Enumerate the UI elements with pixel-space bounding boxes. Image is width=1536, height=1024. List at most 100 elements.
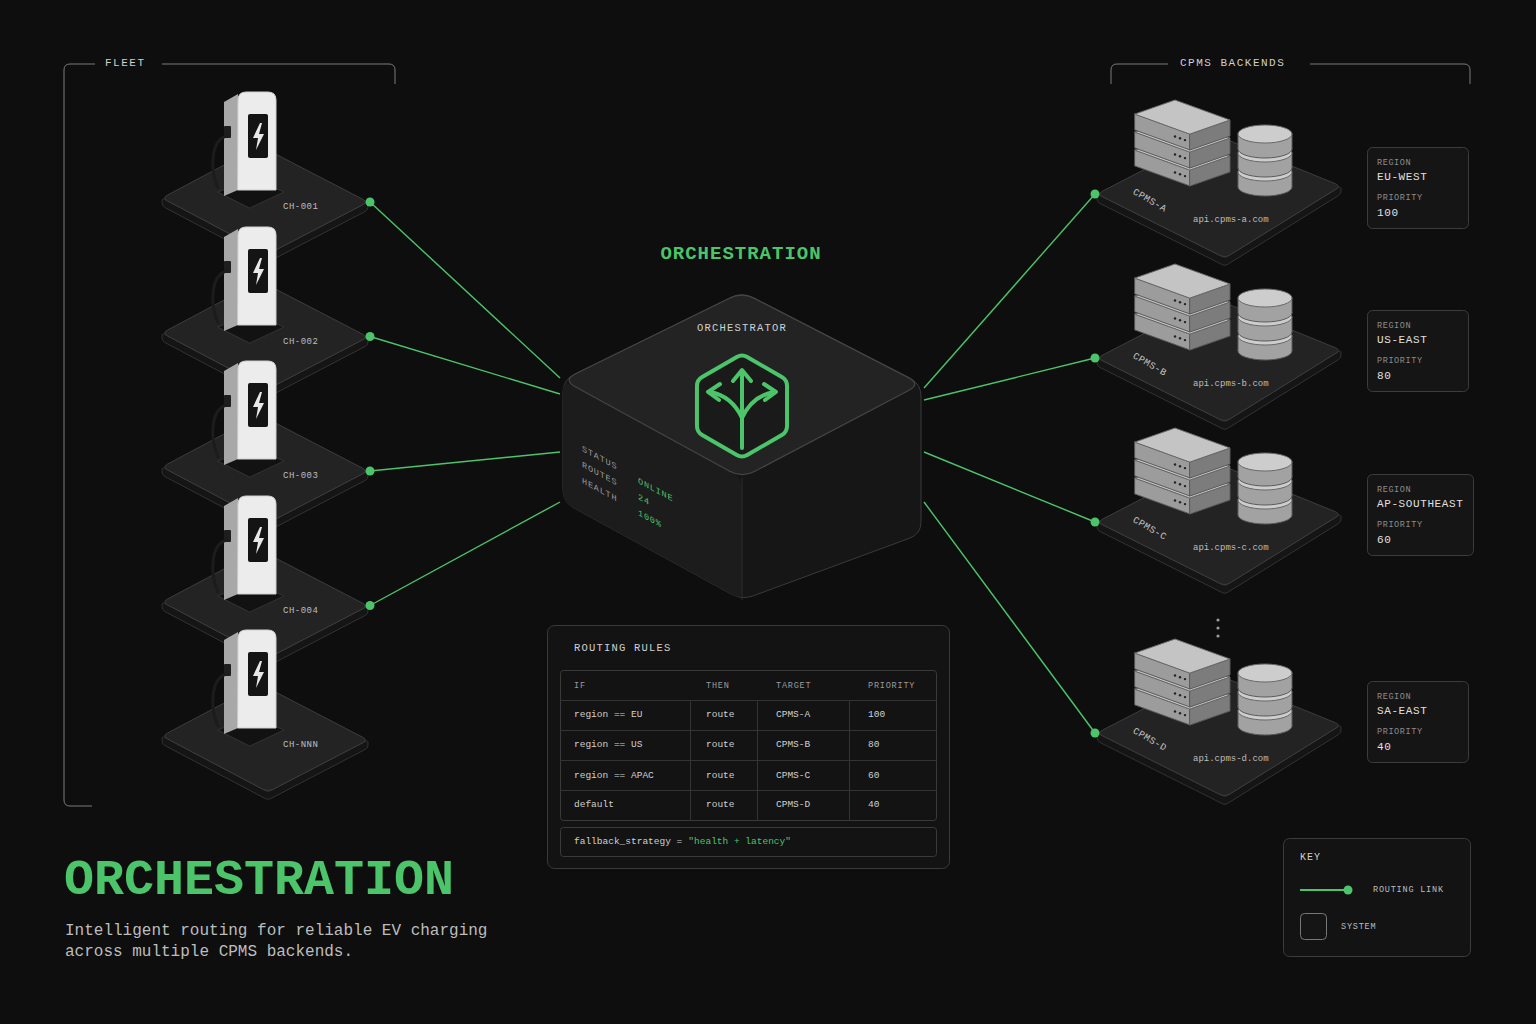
server-top [1135,428,1230,462]
bracket-label: CPMS BACKENDS [1180,57,1285,70]
card-frame [1368,475,1474,556]
tile-top [1100,135,1339,256]
charger-id: CH-002 [283,337,318,348]
node-outline [1095,294,1343,434]
database-top [1238,453,1292,471]
charger-tile: CH-NNN [160,678,370,798]
server-led [1174,481,1176,483]
server-led [1179,319,1181,321]
region-value: EU-WEST [1377,171,1427,184]
link-dot [366,198,375,207]
routing-link [924,452,1095,522]
region-key: PRIORITY [1377,193,1423,203]
charger-side [224,363,238,465]
link-dot [1091,729,1100,738]
tile-top [1100,299,1339,420]
region-value: SA-EAST [1377,705,1427,718]
bracket-label: FLEET [105,57,146,70]
box-top [569,295,915,475]
legend-link-sample [1300,889,1346,891]
charger-bolt [253,527,264,554]
database-top [1238,289,1292,307]
region-key: PRIORITY [1377,356,1423,366]
legend-link-dot [1344,886,1353,895]
charger-bolt [253,258,264,285]
region-key: REGION [1377,158,1411,168]
backend-host: api.cpms-d.com [1193,754,1269,765]
charger-cable [213,540,227,592]
database-top [1238,664,1292,682]
charger-body [238,92,276,190]
server-led [1174,692,1176,694]
ellipsis-dot [1216,634,1219,637]
fleet-bracket [162,64,395,84]
region-value: 40 [1377,741,1391,754]
backend-tile: CPMS-Capi.cpms-c.com [1095,458,1343,598]
server-led [1184,503,1186,505]
server-led [1184,485,1186,487]
charger-cable [213,405,227,457]
charger-screen [248,652,268,696]
ellipsis-dot [1216,626,1219,629]
region-value: 100 [1377,207,1399,220]
page-title: ORCHESTRATION [64,851,454,911]
node-outline [160,678,370,798]
table-row-line [561,701,937,791]
charger-id: CH-NNN [283,740,318,751]
card-frame [1368,311,1469,392]
backend-host: api.cpms-b.com [1193,379,1269,390]
charger-cable [213,674,227,726]
router-heads [708,370,776,400]
charger-side [224,229,238,331]
charger-bolt [253,661,264,688]
server-led [1174,335,1176,337]
link-dot [1091,190,1100,199]
charger-id: CH-004 [283,606,318,617]
server-led [1174,317,1176,319]
region-key: REGION [1377,692,1411,702]
routing-link [370,452,560,471]
panel-frame [1284,839,1471,957]
rules-panel: ROUTING RULES [547,625,950,869]
backend-tile: CPMS-Dapi.cpms-d.com [1095,669,1343,809]
region-card: REGIONSA-EASTPRIORITY40 [1367,681,1469,763]
charger-body [238,630,276,728]
charger-cable [213,136,227,188]
server-led [1179,465,1181,467]
key-panel: KEY [1283,838,1471,957]
server-led [1174,674,1176,676]
server-led [1184,467,1186,469]
charger-id: CH-003 [283,471,318,482]
server-led [1184,175,1186,177]
region-key: REGION [1377,485,1411,495]
region-value: 80 [1377,370,1391,383]
ellipsis-dot [1216,618,1219,621]
backend-tile: CPMS-Bapi.cpms-b.com [1095,294,1343,434]
server-led [1179,501,1181,503]
server-led [1174,299,1176,301]
backend-tile: CPMS-Aapi.cpms-a.com [1095,130,1343,270]
routing-link [924,358,1095,400]
charger-body [238,227,276,325]
fallback-frame [561,828,937,857]
charger-screen [248,518,268,562]
charger-screen [248,383,268,427]
server-led [1179,483,1181,485]
box-edge [742,478,743,600]
node-outline [560,288,924,604]
section-heading: ORCHESTRATION [660,243,821,266]
link-dot [366,332,375,341]
backends-bracket [1111,64,1168,84]
backend-host: api.cpms-c.com [1193,543,1269,554]
charger-body [238,496,276,594]
server-led [1179,137,1181,139]
charger-id: CH-001 [283,202,318,213]
charger-screen [248,114,268,158]
server-led [1184,696,1186,698]
region-key: REGION [1377,321,1411,331]
fleet-bracket [64,64,95,806]
server-led [1174,710,1176,712]
region-card: REGION EU-WEST PRIORITY 100 [1367,147,1469,229]
server-led [1179,694,1181,696]
